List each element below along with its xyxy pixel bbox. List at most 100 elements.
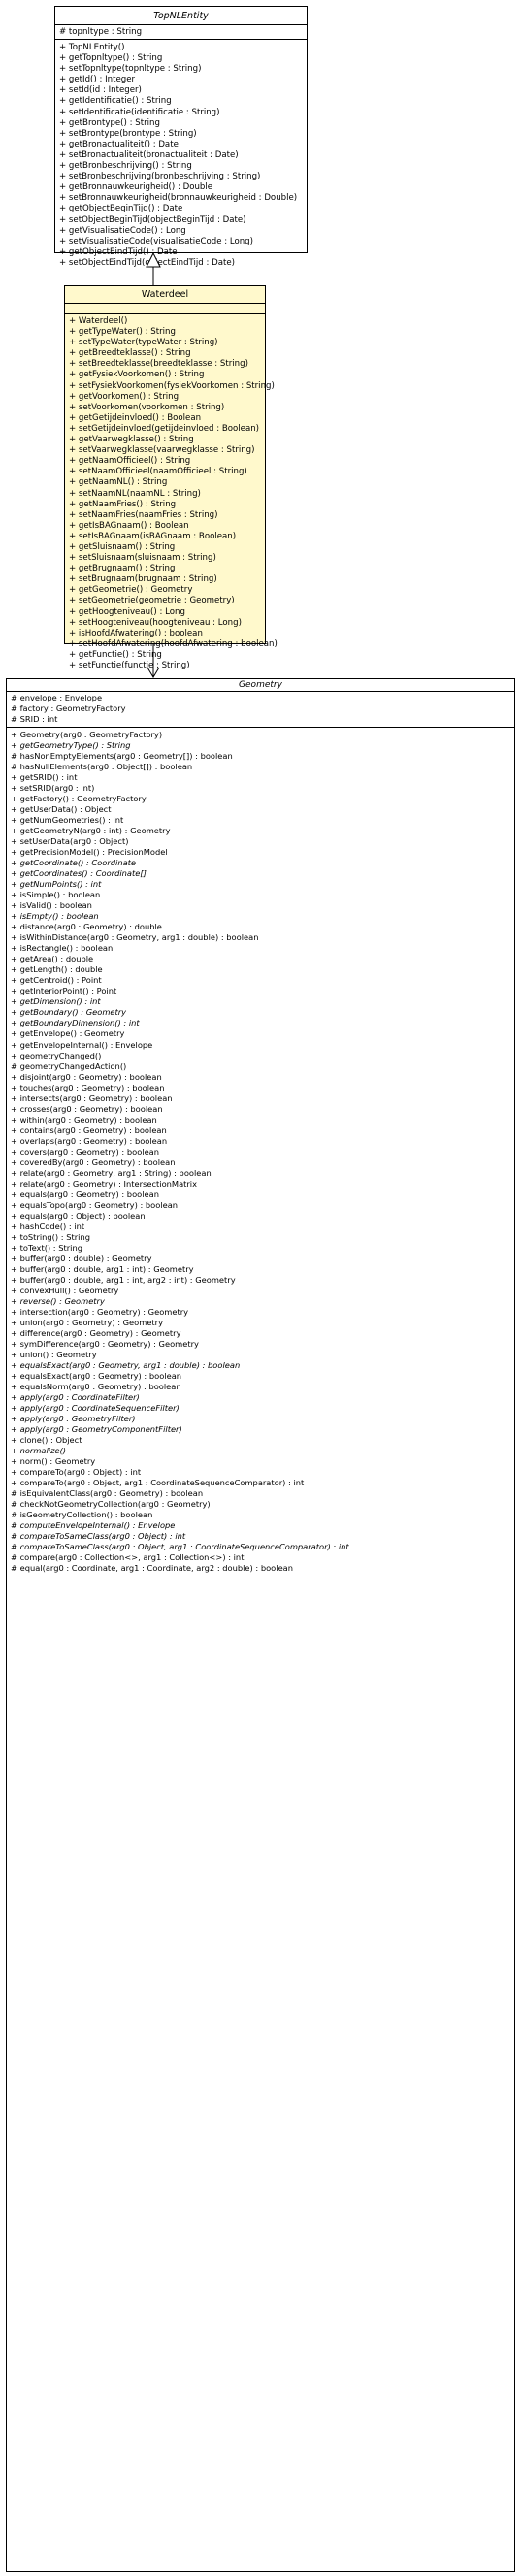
- operation-row: + getNaamFries() : String: [69, 499, 177, 509]
- operation-row: + union() : Geometry: [11, 1349, 97, 1359]
- operation-row: + getEnvelopeInternal() : Envelope: [11, 1039, 153, 1050]
- operation-row: + difference(arg0 : Geometry) : Geometry: [11, 1327, 181, 1338]
- operation-row: # hasNullElements(arg0 : Object[]) : boo…: [11, 762, 193, 772]
- operation-row: + getVoorkomen() : String: [69, 391, 180, 402]
- operation-row: + compareTo(arg0 : Object, arg1 : Coordi…: [11, 1478, 305, 1488]
- operation-row: + within(arg0 : Geometry) : boolean: [11, 1114, 157, 1125]
- operation-row: + getGeometrie() : Geometry: [69, 585, 193, 596]
- operation-row: + setSluisnaam(sluisnaam : String): [69, 553, 216, 564]
- operation-row: + getIsBAGnaam() : Boolean: [69, 520, 189, 531]
- operation-row: + crosses(arg0 : Geometry) : boolean: [11, 1103, 163, 1114]
- operation-row: + getGeometryN(arg0 : int) : Geometry: [11, 826, 171, 836]
- operation-row: + getFactory() : GeometryFactory: [11, 794, 147, 804]
- class-topnlentity[interactable]: TopNLEntity # topnltype : String + TopNL…: [54, 6, 308, 268]
- operation-row: + equalsTopo(arg0 : Geometry) : boolean: [11, 1199, 179, 1210]
- generalization-arrowhead-icon: [146, 251, 161, 268]
- attribute-row: # envelope : Envelope: [11, 693, 103, 702]
- operation-row: + getSRID() : int: [11, 772, 78, 783]
- operation-row: + toText() : String: [11, 1242, 83, 1253]
- operation-row: + setFunctie(functie : String): [69, 661, 190, 670]
- operation-row: # equal(arg0 : Coordinate, arg1 : Coordi…: [11, 1563, 294, 1574]
- operation-row: + TopNLEntity(): [59, 43, 125, 52]
- operation-row: + getIdentificatie() : String: [59, 96, 172, 107]
- operation-row: + getBronbeschrijving() : String: [59, 161, 192, 172]
- operation-row: + setHoogteniveau(hoogteniveau : Long): [69, 617, 242, 628]
- operation-row: + setVaarwegklasse(vaarwegklasse : Strin…: [69, 445, 255, 456]
- operation-row: + setTypeWater(typeWater : String): [69, 338, 218, 348]
- operation-row: + getFysiekVoorkomen() : String: [69, 370, 205, 380]
- attributes-section: [65, 304, 265, 314]
- operation-row: + norm() : Geometry: [11, 1456, 96, 1467]
- operation-row: + touches(arg0 : Geometry) : boolean: [11, 1082, 165, 1092]
- operation-row: + getInteriorPoint() : Point: [11, 986, 117, 996]
- attributes-section: # topnltype : String: [55, 25, 307, 40]
- operation-row: + symDifference(arg0 : Geometry) : Geome…: [11, 1338, 199, 1349]
- operation-row: + relate(arg0 : Geometry) : Intersection…: [11, 1178, 198, 1189]
- operation-row: + hashCode() : int: [11, 1221, 85, 1231]
- operation-row: # geometryChangedAction(): [11, 1060, 127, 1071]
- operation-row: # isEquivalentClass(arg0 : Geometry) : b…: [11, 1488, 204, 1499]
- operation-row: + equalsNorm(arg0 : Geometry) : boolean: [11, 1382, 181, 1391]
- operation-row: + reverse() : Geometry: [11, 1295, 105, 1306]
- operation-row: + getNaamOfficieel() : String: [69, 456, 191, 467]
- operation-row: # hasNonEmptyElements(arg0 : Geometry[])…: [11, 751, 233, 762]
- operation-row: + setSRID(arg0 : int): [11, 783, 95, 794]
- operation-row: + getBrugnaam() : String: [69, 564, 176, 574]
- operation-row: # isGeometryCollection() : boolean: [11, 1510, 153, 1520]
- operation-row: + convexHull() : Geometry: [11, 1285, 119, 1295]
- operation-row: + isValid() : boolean: [11, 900, 92, 911]
- operation-row: + equalsExact(arg0 : Geometry) : boolean: [11, 1370, 182, 1381]
- operation-row: + getPrecisionModel() : PrecisionModel: [11, 847, 168, 858]
- operation-row: # compareToSameClass(arg0 : Object, arg1…: [11, 1542, 349, 1552]
- operation-row: + setHoofdAfwatering(hoofdAfwatering : b…: [69, 638, 278, 649]
- operation-row: + setBronbeschrijving(bronbeschrijving :…: [59, 172, 261, 182]
- operation-row: + normalize(): [11, 1446, 67, 1456]
- operation-row: # compareToSameClass(arg0 : Object) : in…: [11, 1531, 186, 1542]
- operation-row: + setTopnltype(topnltype : String): [59, 64, 202, 75]
- operation-row: + setBronactualiteit(bronactualiteit : D…: [59, 149, 239, 160]
- operation-row: + setNaamFries(naamFries : String): [69, 509, 218, 520]
- operation-row: + getEnvelope() : Geometry: [11, 1028, 125, 1039]
- operation-row: + contains(arg0 : Geometry) : boolean: [11, 1125, 167, 1135]
- class-name: TopNLEntity: [55, 7, 307, 25]
- class-waterdeel[interactable]: Waterdeel + Waterdeel()+ getTypeWater() …: [64, 285, 278, 670]
- operation-row: + getCoordinates() : Coordinate[]: [11, 868, 147, 879]
- operation-row: + setBreedteklasse(breedteklasse : Strin…: [69, 359, 248, 370]
- operation-row: + overlaps(arg0 : Geometry) : boolean: [11, 1135, 168, 1146]
- operation-row: + intersects(arg0 : Geometry) : boolean: [11, 1092, 173, 1103]
- operation-row: + buffer(arg0 : double) : Geometry: [11, 1253, 152, 1263]
- operations-section: + TopNLEntity()+ getTopnltype() : String…: [55, 40, 307, 269]
- operation-row: + getDimension() : int: [11, 996, 101, 1007]
- operation-row: + getBoundary() : Geometry: [11, 1007, 127, 1018]
- operation-row: + getVisualisatieCode() : Long: [59, 225, 186, 236]
- operation-row: + setGetijdeinvloed(getijdeinvloed : Boo…: [69, 423, 260, 434]
- operation-row: # compare(arg0 : Collection<>, arg1 : Co…: [11, 1552, 245, 1563]
- operation-row: + buffer(arg0 : double, arg1 : int, arg2…: [11, 1274, 236, 1285]
- operation-row: + intersection(arg0 : Geometry) : Geomet…: [11, 1306, 189, 1317]
- operation-row: + setFysiekVoorkomen(fysiekVoorkomen : S…: [69, 380, 275, 391]
- operation-row: + getFunctie() : String: [69, 649, 162, 660]
- operation-row: + isHoofdAfwatering() : boolean: [69, 628, 203, 638]
- operation-row: + getSluisnaam() : String: [69, 541, 176, 552]
- operation-row: + setNaamNL(naamNL : String): [69, 488, 201, 499]
- operation-row: + equalsExact(arg0 : Geometry, arg1 : do…: [11, 1359, 241, 1370]
- operation-row: + buffer(arg0 : double, arg1 : int) : Ge…: [11, 1263, 194, 1274]
- operation-row: + getObjectEindTijd() : Date: [59, 246, 178, 257]
- operation-row: + getNumGeometries() : int: [11, 815, 124, 826]
- operation-row: + apply(arg0 : CoordinateSequenceFilter): [11, 1403, 180, 1414]
- operation-row: + setUserData(arg0 : Object): [11, 836, 129, 847]
- attribute-row: # topnltype : String: [59, 27, 143, 37]
- operation-row: + setVoorkomen(voorkomen : String): [69, 402, 225, 412]
- operation-row: + apply(arg0 : GeometryFilter): [11, 1414, 136, 1424]
- operation-row: + Waterdeel(): [69, 316, 128, 326]
- operation-row: + setVisualisatieCode(visualisatieCode :…: [59, 236, 253, 246]
- operation-row: + setGeometrie(geometrie : Geometry): [69, 596, 235, 606]
- operation-row: + getNaamNL() : String: [69, 477, 168, 488]
- operation-row: + apply(arg0 : CoordinateFilter): [11, 1392, 140, 1403]
- operation-row: # computeEnvelopeInternal() : Envelope: [11, 1520, 176, 1531]
- operation-row: # checkNotGeometryCollection(arg0 : Geom…: [11, 1499, 211, 1510]
- operation-row: + getTypeWater() : String: [69, 327, 176, 338]
- operation-row: + compareTo(arg0 : Object) : int: [11, 1467, 142, 1478]
- operation-row: + disjoint(arg0 : Geometry) : boolean: [11, 1071, 162, 1082]
- class-geometry[interactable]: Geometry # envelope : Envelope# factory …: [6, 678, 515, 2572]
